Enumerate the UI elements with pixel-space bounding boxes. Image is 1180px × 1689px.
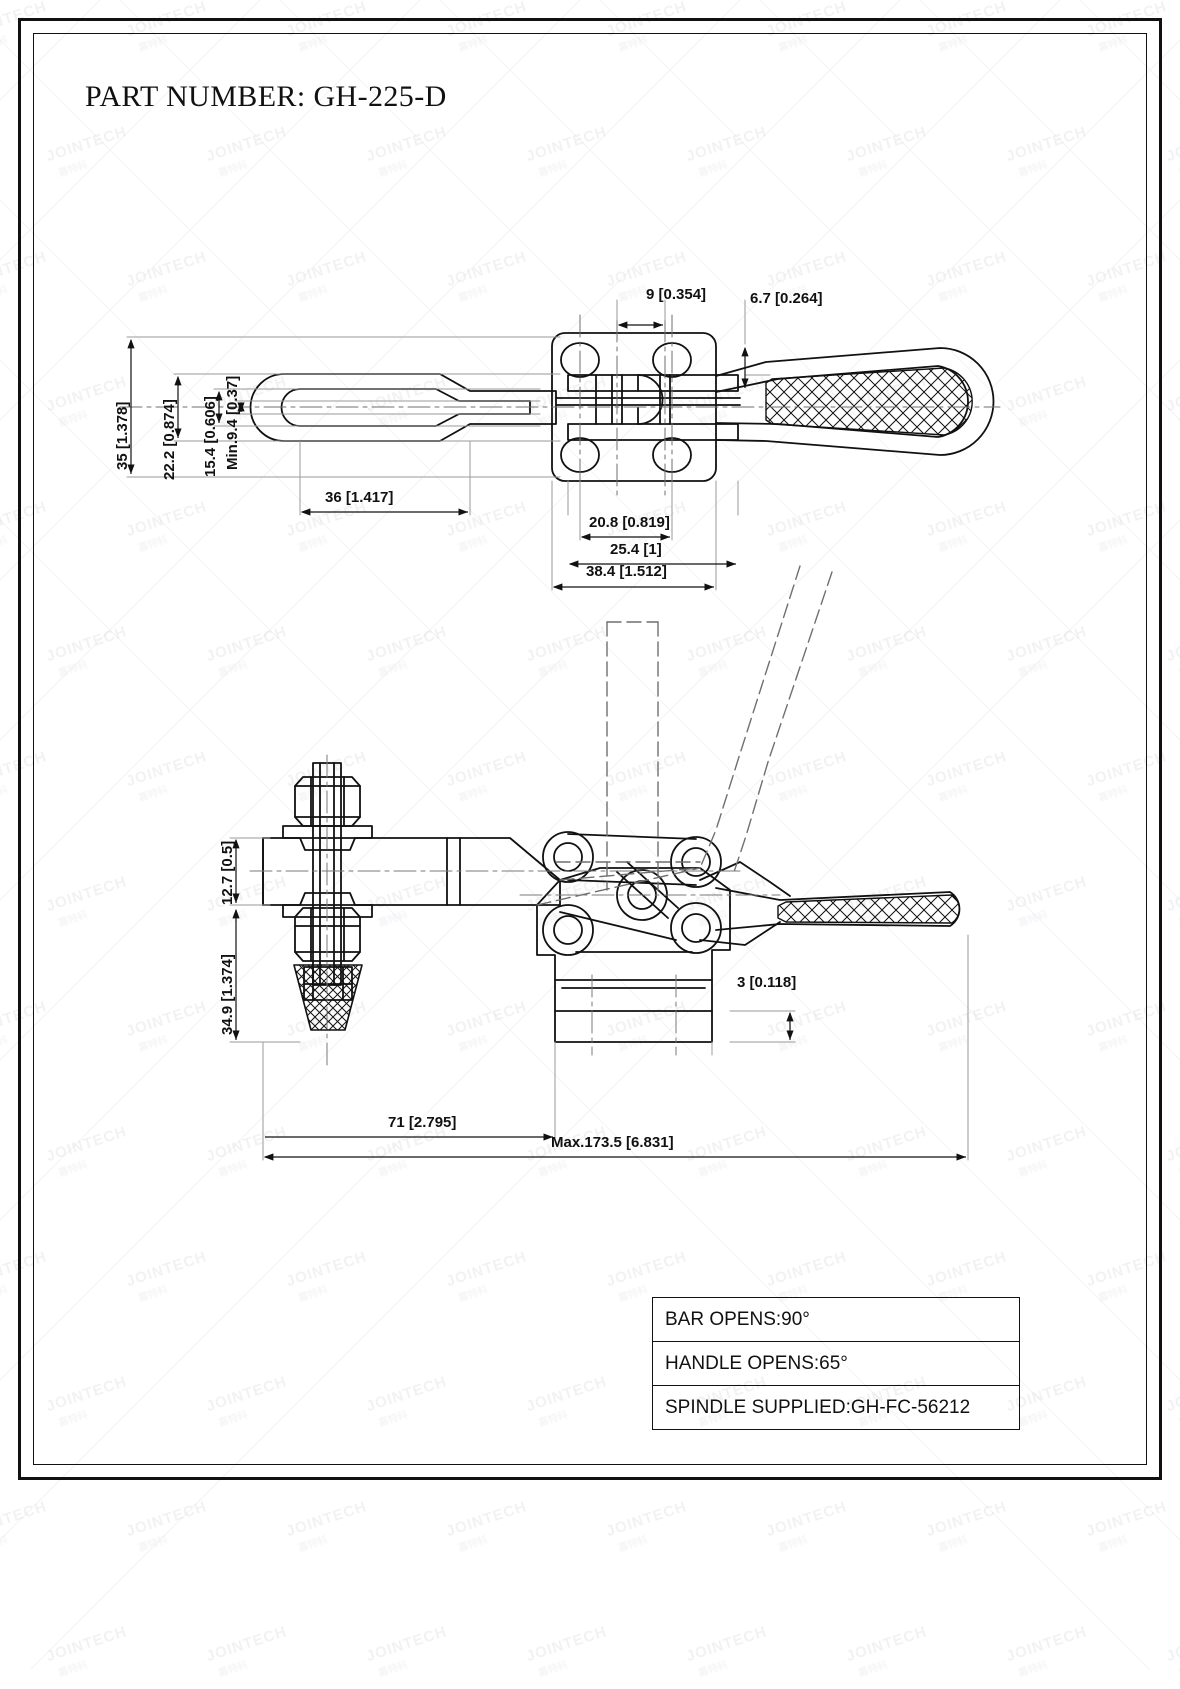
plan-extension-lines <box>126 299 771 591</box>
plan-view-geometry <box>249 332 995 482</box>
dim-15-4: 15.4 [0.606] <box>202 396 219 477</box>
dim-71: 71 [2.795] <box>388 1114 457 1131</box>
dim-36: 36 [1.417] <box>325 489 394 506</box>
table-row: SPINDLE SUPPLIED:GH-FC-56212 <box>653 1386 1020 1430</box>
dim-20-8: 20.8 [0.819] <box>589 514 670 531</box>
dim-3: 3 [0.118] <box>737 974 797 991</box>
dim-25-4: 25.4 [1] <box>610 541 662 558</box>
plan-center-lines <box>119 314 1001 501</box>
sheet-border-outer <box>18 18 1162 1480</box>
table-row: BAR OPENS:90° <box>652 1297 1020 1342</box>
dim-9: 9 [0.354] <box>646 286 707 303</box>
dim-min-9-4: Min.9.4 [0.37] <box>224 375 241 470</box>
spec-bar-opens: BAR OPENS:90° <box>652 1297 1020 1342</box>
side-view-geometry <box>262 762 961 1043</box>
page-title: PART NUMBER: GH-225-D <box>85 80 447 113</box>
side-extension-lines <box>229 837 969 1161</box>
sheet-border-inner <box>33 33 1147 1465</box>
spec-handle-opens: HANDLE OPENS:65° <box>652 1341 1020 1386</box>
dim-38-4: 38.4 [1.512] <box>586 563 667 580</box>
dim-12-7: 12.7 [0.5] <box>219 840 236 905</box>
spec-table: BAR OPENS:90° HANDLE OPENS:65° SPINDLE S… <box>652 1297 1020 1430</box>
dimension-lines <box>127 321 966 1161</box>
side-center-lines <box>249 754 781 1071</box>
dim-22-2: 22.2 [0.874] <box>161 399 178 480</box>
dim-6-7: 6.7 [0.264] <box>750 290 823 307</box>
spec-spindle-supplied: SPINDLE SUPPLIED:GH-FC-56212 <box>665 1396 971 1418</box>
dim-34-9: 34.9 [1.374] <box>219 954 236 1035</box>
open-position-phantom <box>536 565 833 906</box>
dim-35: 35 [1.378] <box>114 401 131 470</box>
dim-max-173-5: Max.173.5 [6.831] <box>551 1134 674 1151</box>
table-row: HANDLE OPENS:65° <box>652 1341 1020 1386</box>
